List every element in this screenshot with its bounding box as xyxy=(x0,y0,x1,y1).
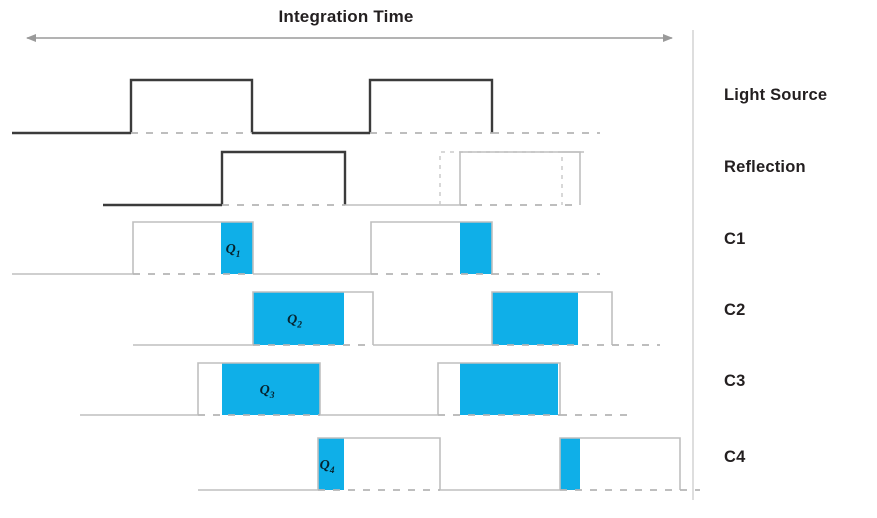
pulse-outline xyxy=(252,291,374,345)
row-label-reflection: Reflection xyxy=(724,158,806,176)
waveform-row-light-source xyxy=(12,78,600,135)
charge-packet-c3-1 xyxy=(222,363,320,415)
pulse-outline xyxy=(368,78,494,133)
charge-packet-c2-2 xyxy=(492,292,578,345)
waveform-row-c1: Q1 xyxy=(12,221,600,275)
charge-packet-c2-1 xyxy=(253,292,344,345)
charge-packet-c3-2 xyxy=(460,363,558,415)
pulse-outline xyxy=(129,78,254,133)
row-label-c4: C4 xyxy=(724,448,746,466)
charge-label-subscript: 3 xyxy=(269,391,275,401)
pulse-outline xyxy=(317,437,441,490)
pulse-outline xyxy=(459,151,581,205)
waveform-row-reflection xyxy=(103,150,584,207)
waveform-row-c4: Q4 xyxy=(198,437,700,491)
row-label-c3: C3 xyxy=(724,372,746,390)
pulse-outline xyxy=(491,291,613,345)
pulse-outline xyxy=(437,362,561,415)
charge-packet-c1-2 xyxy=(460,222,492,274)
row-label-light-source: Light Source xyxy=(724,86,827,104)
waveform-row-c3: Q3 xyxy=(80,362,630,416)
pulse-outline xyxy=(220,150,347,205)
charge-label-subscript: 4 xyxy=(329,466,335,476)
pulse-outline xyxy=(370,221,493,274)
pulse-outline xyxy=(559,437,681,490)
ghost-pulse-outline xyxy=(439,151,563,205)
row-label-c1: C1 xyxy=(724,230,746,248)
charge-label-subscript: 1 xyxy=(236,250,241,260)
charge-packet-c1-1 xyxy=(221,222,253,274)
row-label-c2: C2 xyxy=(724,301,746,319)
charge-label-subscript: 2 xyxy=(296,321,302,331)
pulse-outline xyxy=(197,362,321,415)
charge-packet-c4-1 xyxy=(318,438,344,490)
charge-packet-c4-2 xyxy=(560,438,580,490)
page-title: Integration Time xyxy=(278,7,413,26)
waveform-row-c2: Q2 xyxy=(133,291,660,346)
pulse-outline xyxy=(132,221,254,274)
